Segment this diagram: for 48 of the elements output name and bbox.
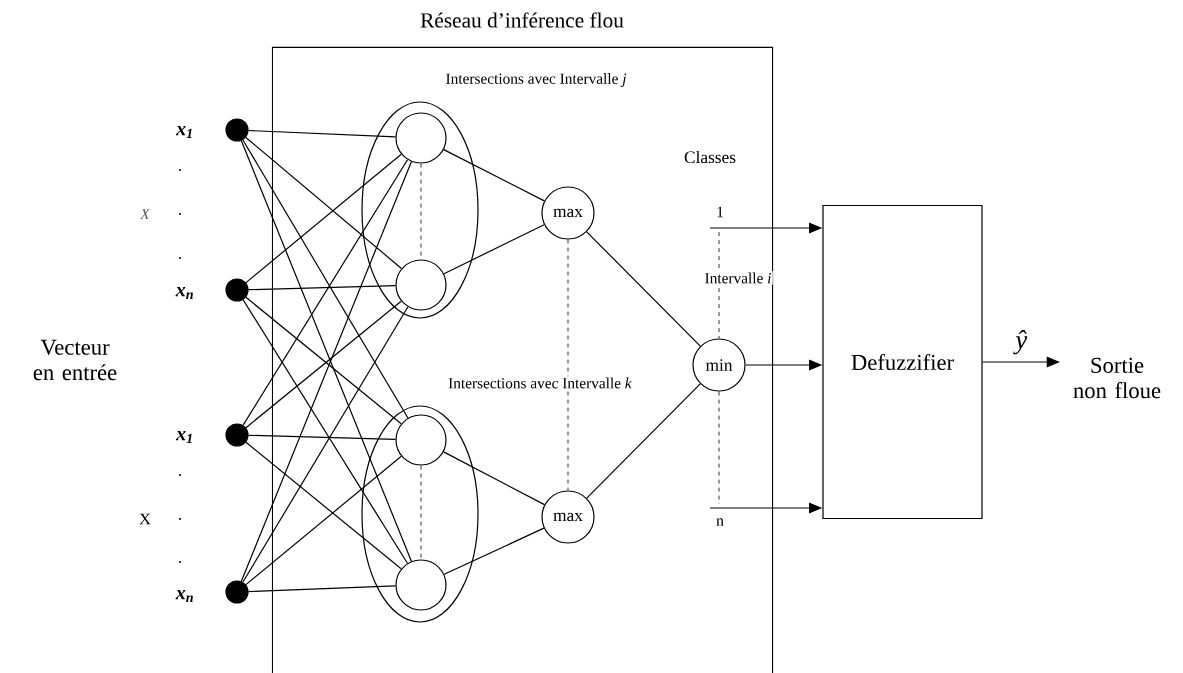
neuron-circle bbox=[395, 559, 447, 611]
dot: . bbox=[179, 169, 181, 171]
connector-line bbox=[245, 455, 402, 586]
neuron-circle bbox=[395, 414, 447, 466]
input-label: x$_{n}$ bbox=[175, 589, 193, 602]
label-text: Vecteur en entrée bbox=[33, 339, 117, 381]
connector-line bbox=[245, 153, 402, 284]
neuron-circle bbox=[395, 259, 447, 311]
dashed-line bbox=[420, 465, 422, 560]
dot: . bbox=[179, 561, 181, 563]
dashed-line bbox=[567, 239, 569, 491]
dot: . bbox=[179, 518, 181, 520]
label-text: 1 bbox=[717, 206, 724, 218]
output-text: Sortie non floue bbox=[1073, 357, 1161, 399]
input-label: x$_{n}$ bbox=[175, 286, 193, 299]
connector-line bbox=[248, 129, 397, 138]
label-text: Intersections avec Intervalle k bbox=[446, 376, 634, 390]
connector-line bbox=[443, 149, 545, 202]
label-text: Classes bbox=[684, 150, 736, 164]
connector-line bbox=[586, 383, 701, 499]
group-ellipse bbox=[361, 101, 479, 319]
edge-label: ŷ bbox=[1013, 330, 1028, 355]
label-text: Intersections avec Intervalle j bbox=[444, 71, 628, 89]
dashed-line bbox=[718, 391, 720, 505]
input-label: x$_{1}$ bbox=[175, 125, 192, 138]
connector-line bbox=[248, 585, 397, 593]
group-ellipse bbox=[361, 405, 479, 623]
label-text: Intervalle i bbox=[703, 271, 773, 285]
connector-line bbox=[245, 136, 403, 270]
process-box: Defuzzifier bbox=[822, 204, 983, 520]
connector-line bbox=[586, 231, 701, 347]
dot: . bbox=[179, 257, 181, 259]
connector-line bbox=[443, 451, 546, 506]
connector-line bbox=[245, 441, 402, 570]
arrow bbox=[982, 356, 1060, 368]
frame-title: Réseau d’inférence flou bbox=[420, 12, 624, 28]
connector-line bbox=[248, 434, 396, 440]
label-text: n bbox=[716, 518, 724, 526]
label-text: X bbox=[140, 209, 150, 219]
neuron-circle bbox=[395, 112, 447, 164]
label-text: X bbox=[139, 513, 151, 525]
dot: . bbox=[179, 213, 181, 215]
dashed-line bbox=[718, 231, 720, 339]
dot: . bbox=[179, 474, 181, 476]
connector-line bbox=[443, 224, 545, 275]
connector-line bbox=[443, 527, 545, 575]
input-label: x$_{1}$ bbox=[175, 430, 192, 443]
connector-line bbox=[248, 285, 396, 291]
